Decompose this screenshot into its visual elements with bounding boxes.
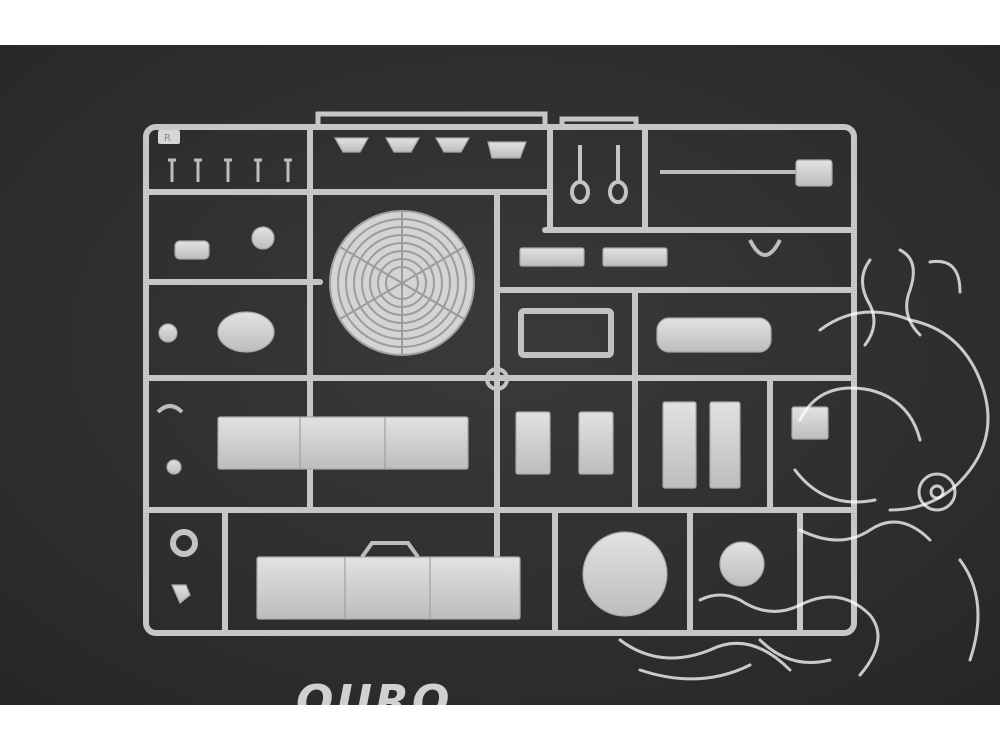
part-letter: R [164, 133, 171, 144]
fan-grille-part [329, 210, 475, 356]
dragon-head-logo [618, 248, 990, 681]
sprue-photo-canvas: R [0, 45, 1000, 705]
sprue-frame [143, 111, 857, 636]
part-letter-tag [158, 130, 180, 144]
sprue-parts [156, 137, 833, 620]
watermark-text: OURO MODEL [296, 680, 453, 710]
